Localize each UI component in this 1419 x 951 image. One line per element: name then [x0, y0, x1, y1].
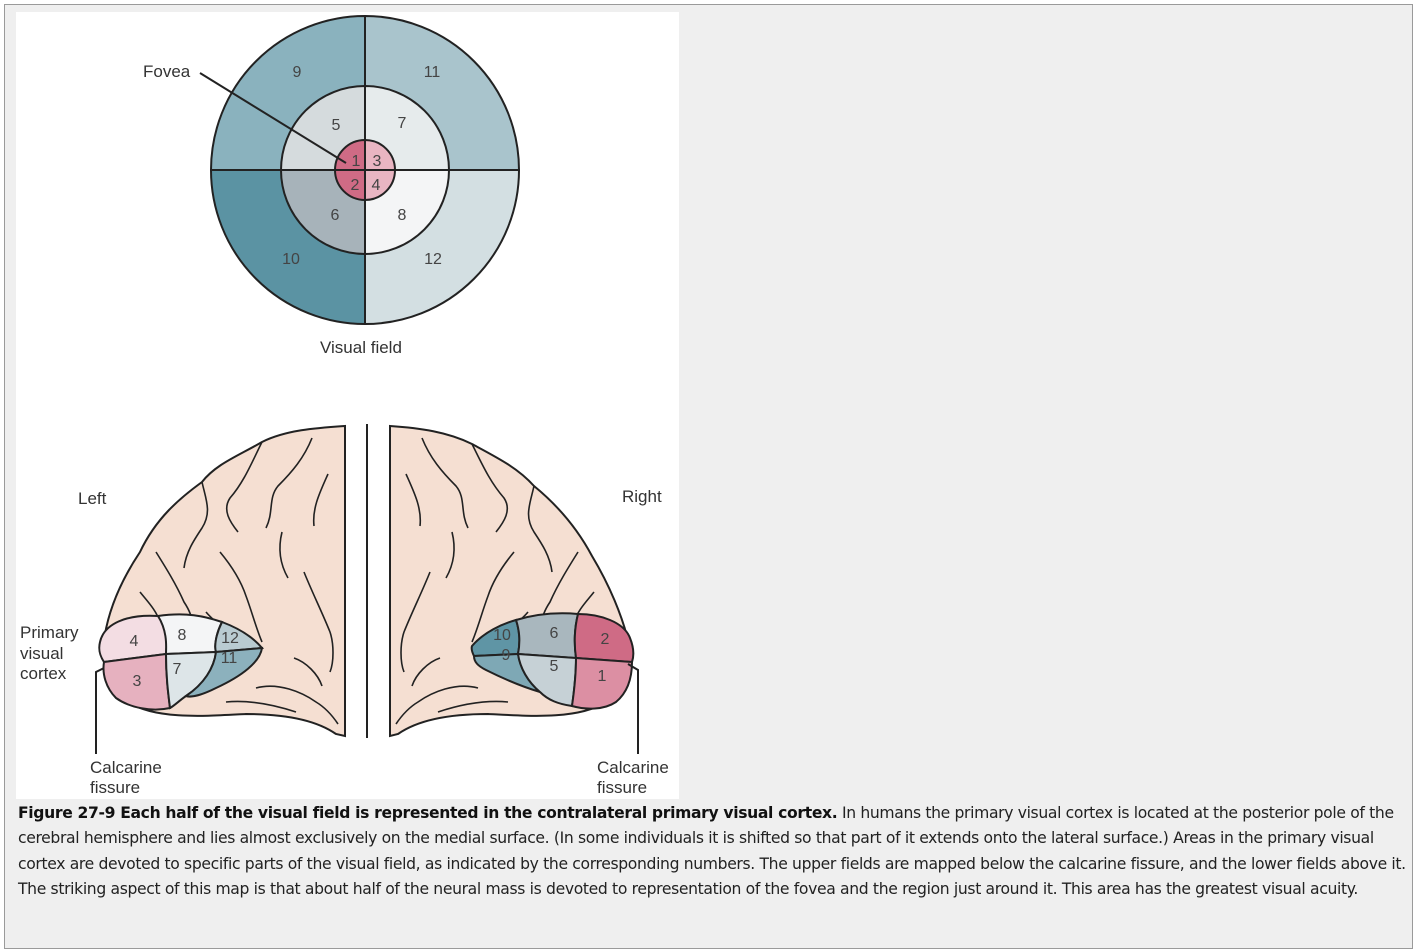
calcarine-right-line1: Calcarine — [597, 758, 669, 777]
left-num-11: 11 — [221, 650, 238, 667]
field-num-1: 1 — [352, 153, 361, 170]
left-num-4: 4 — [130, 633, 139, 650]
calcarine-left-line2: fissure — [90, 778, 140, 797]
field-num-6: 6 — [331, 207, 340, 224]
left-calcarine-leader — [96, 668, 104, 754]
field-num-3: 3 — [373, 153, 382, 170]
primary-label-line1: Primary — [20, 623, 79, 642]
caption-title: Figure 27-9 Each half of the visual fiel… — [18, 804, 837, 822]
field-num-10: 10 — [282, 251, 300, 268]
right-area-6 — [516, 613, 578, 658]
field-num-4: 4 — [372, 177, 381, 194]
figure-svg: Fovea 9 11 10 12 5 7 6 8 1 3 2 4 Visual … — [16, 12, 679, 799]
right-num-6: 6 — [550, 625, 559, 642]
calcarine-right-line2: fissure — [597, 778, 647, 797]
left-label: Left — [78, 489, 107, 508]
visual-field-label: Visual field — [320, 338, 402, 357]
field-num-5: 5 — [332, 117, 341, 134]
right-num-5: 5 — [550, 658, 559, 675]
brain-diagram: 4 8 12 3 7 11 — [20, 424, 669, 797]
field-num-11: 11 — [424, 64, 441, 81]
field-num-12: 12 — [424, 251, 442, 268]
visual-field-diagram: Fovea 9 11 10 12 5 7 6 8 1 3 2 4 Visual … — [143, 16, 519, 357]
field-num-2: 2 — [351, 177, 360, 194]
content-frame: Fovea 9 11 10 12 5 7 6 8 1 3 2 4 Visual … — [4, 4, 1413, 949]
right-num-2: 2 — [601, 631, 610, 648]
fovea-label: Fovea — [143, 62, 191, 81]
left-area-8 — [158, 614, 222, 654]
right-num-10: 10 — [493, 627, 511, 644]
left-num-12: 12 — [221, 630, 239, 647]
right-num-1: 1 — [598, 668, 607, 685]
right-num-9: 9 — [502, 647, 511, 664]
primary-label-line3: cortex — [20, 664, 67, 683]
field-num-9: 9 — [293, 64, 302, 81]
left-num-7: 7 — [173, 661, 182, 678]
figure-image: Fovea 9 11 10 12 5 7 6 8 1 3 2 4 Visual … — [16, 12, 679, 799]
primary-label-line2: visual — [20, 644, 63, 663]
field-num-7: 7 — [398, 115, 407, 132]
right-label: Right — [622, 487, 662, 506]
left-num-3: 3 — [133, 673, 142, 690]
field-num-8: 8 — [398, 207, 407, 224]
left-num-8: 8 — [178, 627, 187, 644]
calcarine-left-line1: Calcarine — [90, 758, 162, 777]
figure-caption: Figure 27-9 Each half of the visual fiel… — [18, 801, 1414, 902]
